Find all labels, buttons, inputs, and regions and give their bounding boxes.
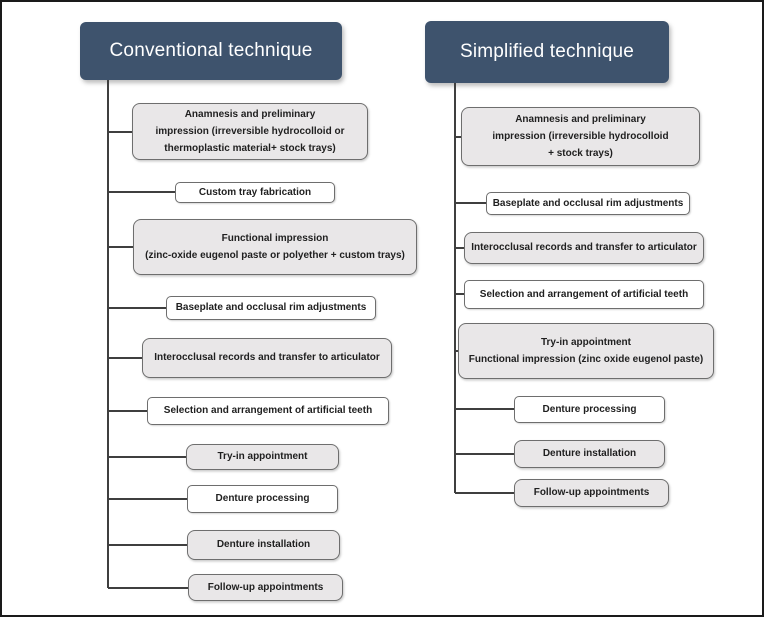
simplified-technique-header: Simplified technique [425, 21, 669, 83]
connector-line [108, 587, 188, 589]
conv-step-interocclusal-records: Interocclusal records and transfer to ar… [142, 338, 392, 378]
conv-step-custom-tray-fabrication: Custom tray fabrication [175, 182, 335, 203]
simp-step-interocclusal-records: Interocclusal records and transfer to ar… [464, 232, 704, 264]
conventional-technique-header: Conventional technique [80, 22, 342, 80]
simplified-trunk-line [454, 83, 456, 493]
conv-step-baseplate-occlusal-rim: Baseplate and occlusal rim adjustments [166, 296, 376, 320]
step-label: Follow-up appointments [533, 487, 650, 499]
simp-step-try-in-functional-impression: Try-in appointment Functional impression… [458, 323, 714, 379]
connector-line [455, 492, 514, 494]
connector-line [108, 131, 132, 133]
simp-step-follow-up-appointments: Follow-up appointments [514, 479, 669, 507]
connector-line [108, 498, 187, 500]
step-label: Functional impression (zinc-oxide eugeno… [145, 232, 405, 261]
step-label: Baseplate and occlusal rim adjustments [492, 197, 684, 209]
conv-step-follow-up-appointments: Follow-up appointments [188, 574, 343, 601]
conventional-trunk-line [107, 80, 109, 588]
connector-line [455, 136, 461, 138]
connector-line [108, 246, 133, 248]
step-label: Custom tray fabrication [198, 186, 312, 198]
conv-step-functional-impression: Functional impression (zinc-oxide eugeno… [133, 219, 417, 275]
simp-step-denture-installation: Denture installation [514, 440, 665, 468]
step-label: Interocclusal records and transfer to ar… [471, 242, 697, 254]
step-label: Baseplate and occlusal rim adjustments [175, 302, 367, 314]
connector-line [108, 544, 187, 546]
step-label: Follow-up appointments [207, 581, 324, 593]
conv-step-teeth-selection-arrangement: Selection and arrangement of artificial … [147, 397, 389, 425]
simp-step-denture-processing: Denture processing [514, 396, 665, 423]
connector-line [455, 293, 464, 295]
step-label: Try-in appointment Functional impression… [468, 336, 704, 365]
simp-step-baseplate-occlusal-rim: Baseplate and occlusal rim adjustments [486, 192, 690, 215]
conv-step-denture-installation: Denture installation [187, 530, 340, 560]
connector-line [108, 456, 186, 458]
connector-line [455, 247, 464, 249]
connector-line [455, 350, 458, 352]
conv-step-try-in-appointment: Try-in appointment [186, 444, 339, 470]
step-label: Interocclusal records and transfer to ar… [154, 352, 380, 364]
step-label: Denture processing [542, 403, 637, 415]
simp-step-anamnesis-preliminary-impression: Anamnesis and preliminary impression (ir… [461, 107, 700, 166]
conv-step-denture-processing: Denture processing [187, 485, 338, 513]
connector-line [455, 453, 514, 455]
step-label: Anamnesis and preliminary impression (ir… [492, 113, 669, 160]
connector-line [108, 307, 166, 309]
connector-line [455, 408, 514, 410]
step-label: Selection and arrangement of artificial … [163, 405, 373, 417]
step-label: Denture installation [216, 539, 311, 551]
step-label: Denture installation [542, 448, 637, 460]
conv-step-anamnesis-preliminary-impression: Anamnesis and preliminary impression (ir… [132, 103, 368, 160]
connector-line [108, 357, 142, 359]
simp-step-teeth-selection-arrangement: Selection and arrangement of artificial … [464, 280, 704, 309]
step-label: Selection and arrangement of artificial … [479, 288, 689, 300]
step-label: Denture processing [215, 493, 310, 505]
connector-line [108, 410, 147, 412]
step-label: Anamnesis and preliminary impression (ir… [155, 108, 345, 155]
connector-line [108, 191, 175, 193]
step-label: Try-in appointment [217, 451, 308, 463]
connector-line [455, 202, 486, 204]
